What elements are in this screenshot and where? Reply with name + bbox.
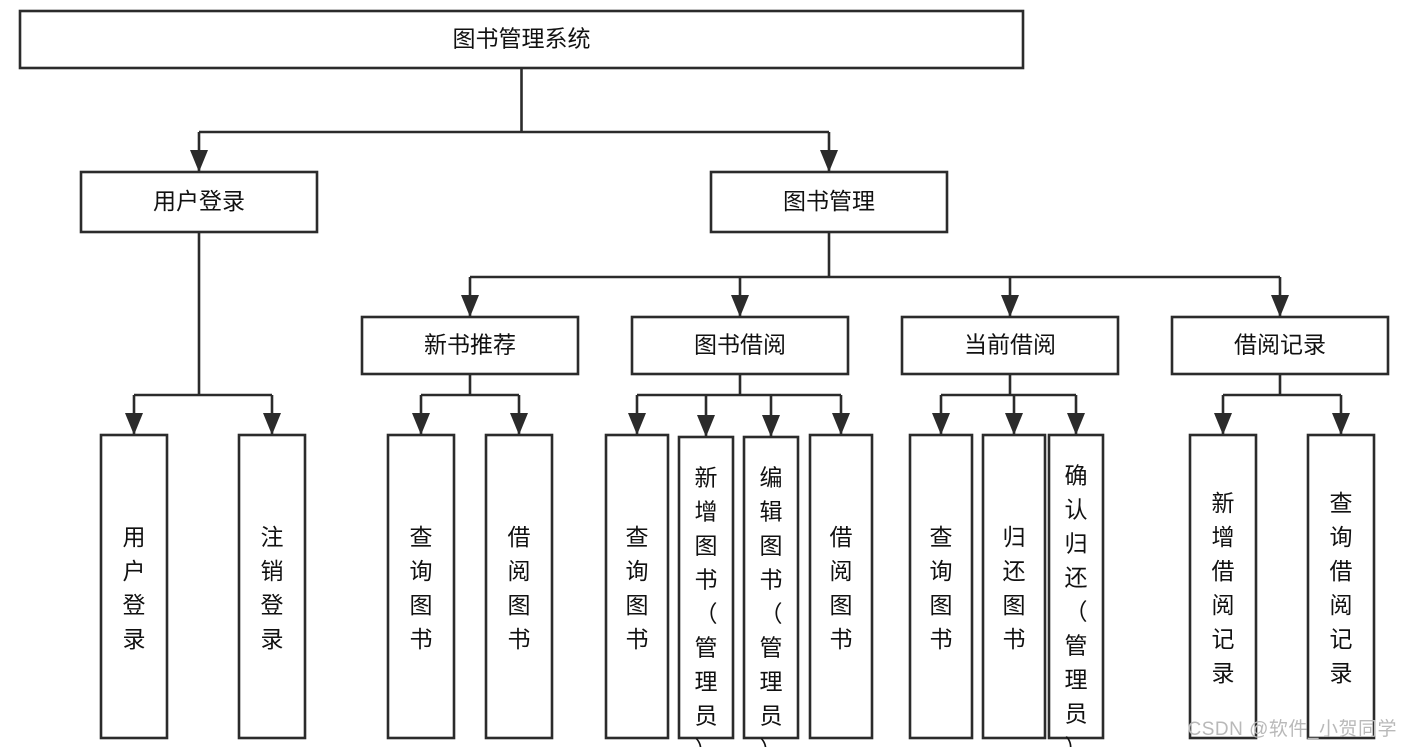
node-box [484,433,554,740]
node-leaf-query-record[interactable]: 查询借阅记录 [1306,433,1376,740]
node-box [79,170,319,234]
node-box [1170,315,1390,376]
arrow-head-icon [932,413,950,435]
node-box [99,433,169,740]
node-label: 图书管理系统 [453,26,591,52]
node-label: 当前借阅 [964,332,1056,358]
node-box [1047,433,1105,740]
arrow-head-icon [1214,413,1232,435]
node-label: 用户登录 [153,188,245,214]
node-box [742,435,800,740]
nodes-layer: 图书管理系统用户登录图书管理新书推荐图书借阅当前借阅借阅记录用户登录注销登录查询… [18,9,1390,747]
arrow-head-icon [697,415,715,437]
node-leaf-add-record[interactable]: 新增借阅记录 [1188,433,1258,740]
node-leaf-add-book[interactable]: 新增图书（管理员） [677,435,735,747]
arrow-head-icon [263,413,281,435]
csdn-watermark: CSDN @软件_小贺同学 [1187,719,1397,740]
node-box [604,433,670,740]
arrow-head-icon [731,295,749,317]
arrow-head-icon [1067,413,1085,435]
node-label: 注销登录 [261,524,284,652]
node-book-borrow[interactable]: 图书借阅 [630,315,850,376]
node-leaf-confirm-return[interactable]: 确认归还（管理员） [1047,433,1105,747]
node-leaf-edit-book[interactable]: 编辑图书（管理员） [742,435,800,747]
arrow-head-icon [510,413,528,435]
node-borrow-record[interactable]: 借阅记录 [1170,315,1390,376]
node-label: 确认归还（管理员） [1065,463,1088,747]
node-box [18,9,1025,70]
arrow-head-icon [1005,413,1023,435]
node-book-manage[interactable]: 图书管理 [709,170,949,234]
node-leaf-query-book-3[interactable]: 查询图书 [908,433,974,740]
node-label: 新增借阅记录 [1212,490,1235,686]
node-box [808,433,874,740]
node-box [900,315,1120,376]
node-label: 图书借阅 [694,332,786,358]
node-current-borrow[interactable]: 当前借阅 [900,315,1120,376]
edges-layer [125,68,1350,437]
arrow-head-icon [461,295,479,317]
arrow-head-icon [190,150,208,172]
node-leaf-user-login[interactable]: 用户登录 [99,433,169,740]
node-box [1188,433,1258,740]
arrow-head-icon [1271,295,1289,317]
node-leaf-borrow-book-2[interactable]: 借阅图书 [808,433,874,740]
node-leaf-return-book[interactable]: 归还图书 [981,433,1047,740]
arrow-head-icon [820,150,838,172]
node-label: 查询图书 [626,524,649,652]
node-box [981,433,1047,740]
node-label: 查询图书 [930,524,953,652]
arrow-head-icon [1001,295,1019,317]
node-label: 借阅图书 [830,524,853,652]
arrow-head-icon [125,413,143,435]
node-box [677,435,735,740]
arrow-head-icon [412,413,430,435]
node-box [360,315,580,376]
node-label: 查询图书 [410,524,433,652]
node-box [709,170,949,234]
arrow-head-icon [762,415,780,437]
node-leaf-user-logout[interactable]: 注销登录 [237,433,307,740]
node-leaf-query-book-1[interactable]: 查询图书 [386,433,456,740]
node-box [237,433,307,740]
node-label: 用户登录 [123,524,146,652]
node-box [386,433,456,740]
node-new-book-rec[interactable]: 新书推荐 [360,315,580,376]
node-box [908,433,974,740]
node-label: 借阅记录 [1234,332,1326,358]
node-label: 新书推荐 [424,332,516,358]
node-box [1306,433,1376,740]
node-label: 新增图书（管理员） [695,465,718,747]
node-label: 图书管理 [783,188,875,214]
node-user-login[interactable]: 用户登录 [79,170,319,234]
node-label: 归还图书 [1003,524,1026,652]
node-leaf-query-book-2[interactable]: 查询图书 [604,433,670,740]
arrow-head-icon [628,413,646,435]
arrow-head-icon [1332,413,1350,435]
node-leaf-borrow-book-1[interactable]: 借阅图书 [484,433,554,740]
node-label: 借阅图书 [508,524,531,652]
arrow-head-icon [832,413,850,435]
node-root[interactable]: 图书管理系统 [18,9,1025,70]
node-label: 查询借阅记录 [1330,490,1353,686]
node-box [630,315,850,376]
node-label: 编辑图书（管理员） [760,465,783,747]
